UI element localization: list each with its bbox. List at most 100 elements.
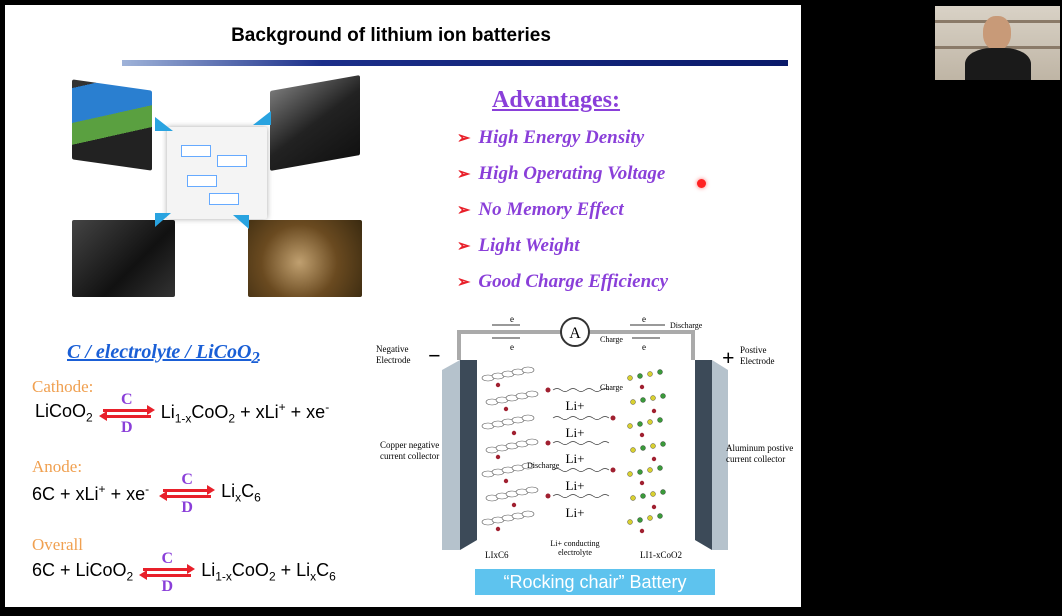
- svg-text:electrolyte: electrolyte: [558, 548, 592, 557]
- slide-title: Background of lithium ion batteries: [231, 25, 551, 46]
- cobalt-oxide-atom: [650, 443, 656, 449]
- laptop-image: [72, 79, 152, 171]
- svg-text:Postive: Postive: [740, 345, 767, 355]
- arrow-bullet-icon: ➢: [457, 238, 471, 255]
- advantage-text: Good Charge Efficiency: [478, 271, 669, 292]
- cobalt-oxide-atom: [630, 495, 636, 501]
- advantages-heading: Advantages:: [492, 87, 621, 113]
- cobalt-oxide-atom: [647, 515, 653, 521]
- cobalt-oxide-atom: [637, 469, 643, 475]
- svg-text:Li+: Li+: [566, 451, 585, 466]
- svg-text:e: e: [642, 342, 646, 352]
- lithium-ion-dot: [495, 454, 501, 460]
- cobalt-oxide-atom: [660, 393, 666, 399]
- advantage-item: ➢ Good Charge Efficiency: [457, 271, 668, 293]
- lithium-ion-dot: [503, 478, 509, 484]
- presentation-slide: Background of lithium ion batteries Adva…: [5, 5, 801, 607]
- cobalt-oxide-atom: [627, 423, 633, 429]
- lithium-ion-dot: [639, 432, 645, 438]
- cobalt-oxide-atom: [640, 445, 646, 451]
- cobalt-oxide-atom: [640, 397, 646, 403]
- lithium-ion-dot: [511, 430, 517, 436]
- svg-text:e: e: [510, 314, 514, 324]
- cobalt-oxide-atom: [637, 373, 643, 379]
- lithium-ion-dot: [610, 415, 616, 421]
- lithium-ion-dot: [639, 480, 645, 486]
- arrow-icon: [155, 117, 173, 131]
- cobalt-oxide-atom: [627, 471, 633, 477]
- svg-text:Li+: Li+: [566, 398, 585, 413]
- advantage-text: High Energy Density: [478, 127, 645, 148]
- cobalt-oxide-atom: [647, 467, 653, 473]
- overall-label: Overall: [32, 535, 83, 554]
- cathode-label: Cathode:: [32, 377, 94, 396]
- cobalt-oxide-atom: [630, 399, 636, 405]
- battery-diagram: A Negative Electrode − + Postive Electro…: [376, 314, 793, 560]
- svg-text:e: e: [510, 342, 514, 352]
- cobalt-oxide-atom: [637, 421, 643, 427]
- cobalt-oxide-atom: [647, 419, 653, 425]
- advantage-text: No Memory Effect: [478, 199, 624, 220]
- lithium-ion-dot: [545, 440, 551, 446]
- arrow-icon: [253, 111, 271, 125]
- arrow-bullet-icon: ➢: [457, 166, 471, 183]
- lithium-ion-dot: [651, 504, 657, 510]
- cobalt-oxide-atom: [657, 513, 663, 519]
- laser-pointer: [697, 179, 706, 188]
- svg-text:Discharge: Discharge: [527, 461, 560, 470]
- advantage-item: ➢ High Energy Density: [457, 127, 644, 149]
- advantage-item: ➢No Memory Effect: [457, 199, 624, 221]
- lithium-ion-dot: [639, 384, 645, 390]
- advantage-item: ➢Light Weight: [457, 235, 580, 257]
- lithium-ion-dot: [651, 408, 657, 414]
- cobalt-oxide-atom: [640, 493, 646, 499]
- arrow-bullet-icon: ➢: [457, 130, 471, 147]
- svg-text:Discharge: Discharge: [670, 321, 703, 330]
- ion-path: [552, 388, 610, 392]
- lithium-ion-dot: [495, 526, 501, 532]
- ammeter-icon: [560, 317, 590, 347]
- svg-text:LIxC6: LIxC6: [485, 550, 509, 560]
- arrow-icon: [233, 215, 249, 229]
- cobalt-oxide-atom: [660, 489, 666, 495]
- cell-chemistry-title: C / electrolyte / LiCoO2: [67, 341, 260, 368]
- ion-path: [552, 441, 610, 445]
- cobalt-oxide-atom: [657, 369, 663, 375]
- lithium-ion-dot: [503, 406, 509, 412]
- cobalt-oxide-atom: [627, 519, 633, 525]
- graphite-layer: [525, 438, 539, 446]
- cobalt-oxide-atom: [637, 517, 643, 523]
- webcam-thumbnail: [935, 6, 1060, 80]
- advantage-item: ➢High Operating Voltage: [457, 163, 665, 185]
- graphite-layer: [525, 390, 539, 398]
- lithium-ion-dot: [545, 387, 551, 393]
- graphite-layer: [521, 414, 535, 422]
- svg-text:e: e: [642, 314, 646, 324]
- lithium-ion-dot: [545, 493, 551, 499]
- svg-text:Li+: Li+: [566, 425, 585, 440]
- svg-text:−: −: [428, 343, 441, 368]
- svg-text:Copper negative: Copper negative: [380, 440, 439, 450]
- rocking-chair-badge: “Rocking chair” Battery: [475, 569, 715, 595]
- svg-text:Electrode: Electrode: [740, 356, 774, 366]
- cobalt-oxide-atom: [647, 371, 653, 377]
- graphite-layer: [521, 366, 535, 374]
- svg-text:Charge: Charge: [600, 383, 623, 392]
- svg-text:Li+: Li+: [566, 505, 585, 520]
- cobalt-oxide-atom: [630, 447, 636, 453]
- svg-text:Electrode: Electrode: [376, 355, 410, 365]
- lithium-ion-dot: [511, 502, 517, 508]
- svg-text:Aluminum postive: Aluminum postive: [726, 443, 793, 453]
- svg-text:Li+: Li+: [566, 478, 585, 493]
- arrow-icon: [155, 213, 171, 227]
- arrow-bullet-icon: ➢: [457, 274, 471, 291]
- ion-path: [552, 468, 610, 472]
- svg-text:Li+ conducting: Li+ conducting: [550, 539, 599, 548]
- cobalt-oxide-atom: [627, 375, 633, 381]
- svg-text:Charge: Charge: [600, 335, 623, 344]
